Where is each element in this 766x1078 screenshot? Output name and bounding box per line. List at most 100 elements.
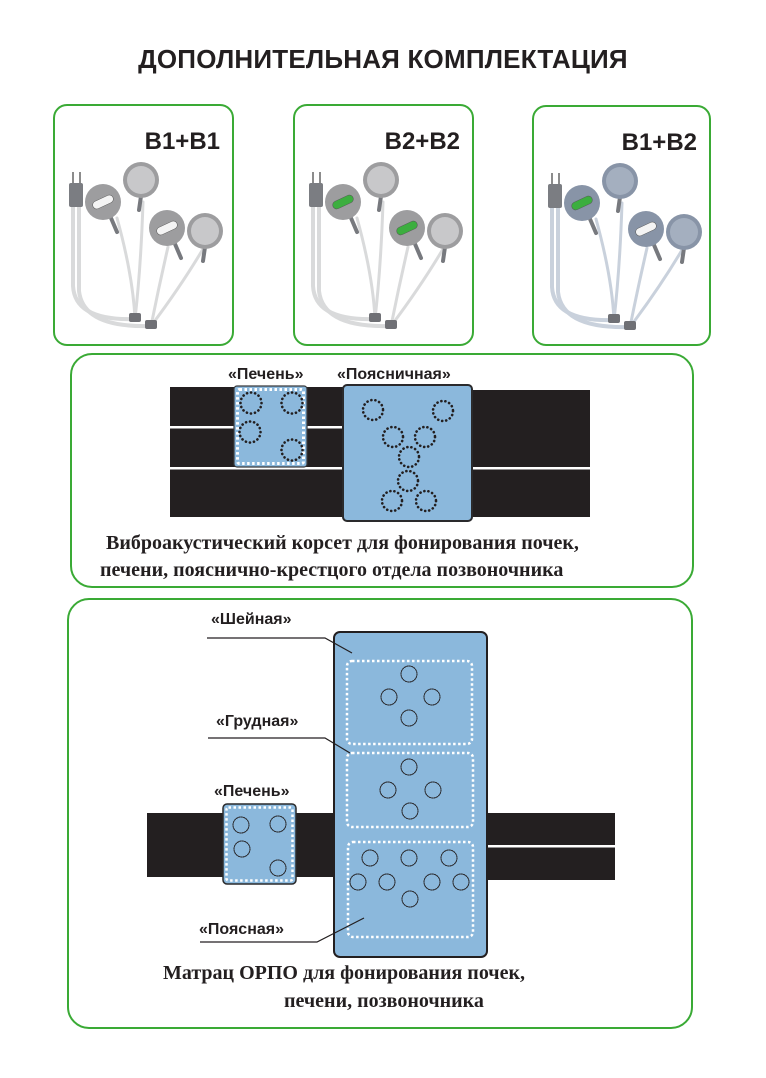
corset-liver-pad (233, 385, 308, 468)
plug-pin (72, 172, 74, 184)
cable (389, 247, 445, 328)
page-title: ДОПОЛНИТЕЛЬНАЯ КОМПЛЕКТАЦИЯ (138, 44, 628, 74)
emitter-position (431, 399, 455, 423)
cable-connector (385, 320, 397, 329)
waist-zone (346, 840, 475, 939)
emitter-membrane (127, 166, 155, 194)
emitter-position (239, 391, 263, 415)
electrode-set-label: B1+B1 (144, 128, 220, 155)
cable (355, 216, 377, 321)
corset-caption-line1: Виброакустический корсет для фонирования… (106, 532, 579, 554)
disc-stem (413, 242, 423, 260)
electrode-assembly (309, 162, 463, 329)
cable-connector (145, 320, 157, 329)
neck-leader-line (207, 637, 353, 654)
emitter-membrane (431, 217, 459, 245)
cable (149, 245, 170, 328)
disc-stem (616, 195, 622, 213)
mattress-body (333, 631, 488, 958)
emitter-position (400, 665, 418, 683)
corset-diagram (170, 384, 590, 522)
emitter-label-patch (396, 220, 418, 236)
plug-body (548, 184, 562, 208)
belt-seam (485, 845, 615, 848)
cable (149, 247, 205, 328)
cable (77, 204, 153, 329)
corset-panel (70, 353, 694, 588)
emitter-label-patch (92, 194, 114, 210)
emitter-position (378, 873, 396, 891)
emitter-position (423, 873, 441, 891)
liver-pad-dotted-border (236, 388, 305, 465)
plug-pin (312, 172, 314, 184)
emitter-position (414, 489, 438, 513)
emitter-position (232, 816, 250, 834)
cable (133, 200, 145, 321)
electrode-assembly (69, 162, 223, 329)
electrode-set-label: B2+B2 (384, 128, 460, 155)
corset-lumbar-emitters (361, 398, 455, 513)
emitter-label-patch (156, 220, 178, 236)
emitter-position (423, 688, 441, 706)
emitter-position (424, 781, 442, 799)
mattress-emitters (349, 665, 470, 908)
cable-connector (369, 313, 381, 322)
electrode-set-image (69, 162, 223, 329)
electrode-card-b1-b1: B1+B1 (53, 104, 234, 346)
emitter-position (396, 469, 420, 493)
emitter-membrane (367, 166, 395, 194)
cable (612, 201, 624, 322)
cable (115, 216, 137, 321)
emitter-position (349, 873, 367, 891)
waist-leader-line (200, 917, 365, 943)
mattress-liver-label: «Печень» (214, 783, 290, 800)
cable-connector (608, 314, 620, 323)
mattress-liver-emitters (232, 815, 287, 877)
corset-caption-line2: печени, пояснично-крестцого отдела позво… (100, 559, 564, 581)
mattress-diagram (147, 631, 615, 958)
emitter-position (380, 688, 398, 706)
electrode-set-label: B1+B2 (621, 129, 697, 156)
emitter-position (440, 849, 458, 867)
disc-stem (441, 245, 447, 263)
electrode-set-image (309, 162, 463, 329)
cable (556, 205, 632, 330)
emitter-position (238, 420, 262, 444)
emitter-position (269, 815, 287, 833)
electrode-card-b2-b2: B2+B2 (293, 104, 474, 346)
plug-pin (551, 173, 553, 185)
emitter-position (269, 859, 287, 877)
mattress-caption-line2: печени, позвоночника (284, 990, 484, 1012)
emitter-position (233, 840, 251, 858)
emitter-position (361, 398, 385, 422)
emitter-position (452, 873, 470, 891)
emitter-position (361, 849, 379, 867)
emitter-membrane (191, 217, 219, 245)
corset-liver-label: «Печень» (228, 366, 304, 383)
cable (628, 246, 649, 329)
mattress-waist-label: «Поясная» (199, 921, 284, 938)
cable (373, 200, 385, 321)
disc-stem (349, 216, 359, 234)
emitter-membrane (670, 218, 698, 246)
corset-liver-emitters (238, 391, 304, 462)
corset-belt-right (470, 390, 590, 517)
emitter-position (380, 489, 404, 513)
emitter-position (400, 849, 418, 867)
plug-body (69, 183, 83, 207)
emitter-membrane (606, 167, 634, 195)
disc-stem (588, 217, 598, 235)
cable (628, 248, 684, 329)
belt-seam (170, 467, 345, 470)
mattress-chest-label: «Грудная» (216, 713, 299, 730)
mattress-panel (67, 598, 693, 1029)
emitter-position (397, 445, 421, 469)
emitter-position (400, 758, 418, 776)
cable (317, 204, 393, 329)
emitter-position (401, 890, 419, 908)
emitter-position (379, 781, 397, 799)
chest-zone (345, 751, 475, 829)
disc-stem (680, 246, 686, 264)
emitter-position (381, 425, 405, 449)
